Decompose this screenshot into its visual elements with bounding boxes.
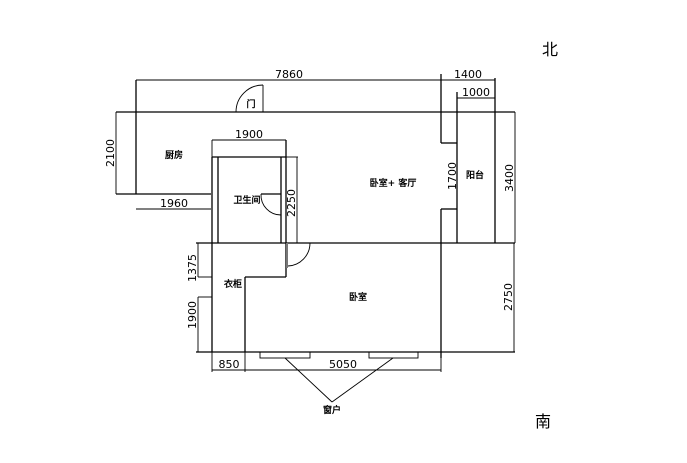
doors <box>235 84 311 268</box>
dim-wardrobe-width: 850 <box>219 358 240 371</box>
window-left <box>259 351 311 359</box>
label-wardrobe: 衣柜 <box>224 278 242 290</box>
dim-bedroom-width: 5050 <box>329 358 357 371</box>
dim-top-total: 7860 <box>275 68 303 81</box>
dim-balcony-outer: 1400 <box>454 68 482 81</box>
dim-bedroom-lower: 1900 <box>186 301 199 329</box>
window-right <box>368 351 419 359</box>
dim-kitchen-width: 1960 <box>160 197 188 210</box>
dim-bathroom-width: 1900 <box>235 128 263 141</box>
dim-kitchen-depth: 2100 <box>104 139 117 167</box>
walls <box>116 74 515 359</box>
label-bedroom: 卧室 <box>349 291 367 303</box>
dim-bathroom-depth: 2250 <box>285 189 298 217</box>
bedroom-door-arc <box>287 242 311 267</box>
dim-balcony-opening: 1700 <box>446 162 459 190</box>
label-kitchen: 厨房 <box>165 149 183 161</box>
label-door: 门 <box>246 98 255 110</box>
bathroom-door-arc <box>260 193 282 216</box>
dim-wardrobe-depth: 1375 <box>186 254 199 282</box>
label-bedroom-living: 卧室+ 客厅 <box>370 177 417 189</box>
label-balcony: 阳台 <box>466 169 484 181</box>
dim-lower-depth: 2750 <box>502 283 515 311</box>
dim-upper-depth: 3400 <box>503 164 516 192</box>
dimension-lines <box>115 79 516 403</box>
label-window: 窗户 <box>323 404 341 416</box>
dim-balcony-inner: 1000 <box>462 86 490 99</box>
compass-south: 南 <box>535 412 551 431</box>
label-bathroom: 卫生间 <box>233 194 260 206</box>
entrance-door-arc <box>235 84 264 113</box>
compass-north: 北 <box>542 40 558 59</box>
